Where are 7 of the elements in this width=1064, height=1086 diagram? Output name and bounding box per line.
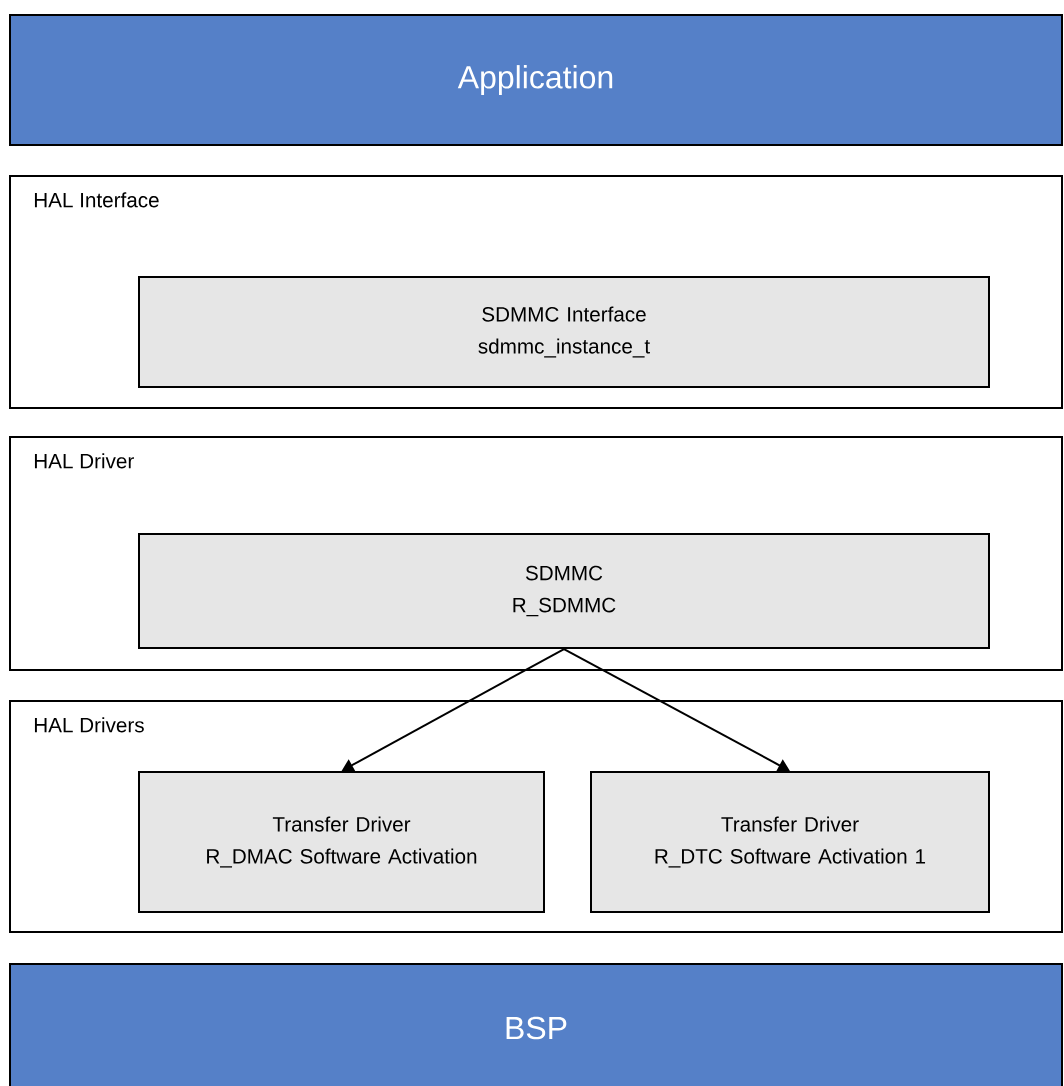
module-box: SDMMC R_SDMMC [138, 533, 990, 649]
layer-band: Application [9, 14, 1063, 146]
arrow [563, 648, 790, 772]
module-box: SDMMC Interface sdmmc_instance_t [138, 276, 990, 388]
layer-band: BSP [9, 963, 1063, 1086]
module-box: Transfer Driver R_DMAC Software Activation [138, 771, 545, 913]
module-box: Transfer Driver R_DTC Software Activation 1 [590, 771, 990, 913]
